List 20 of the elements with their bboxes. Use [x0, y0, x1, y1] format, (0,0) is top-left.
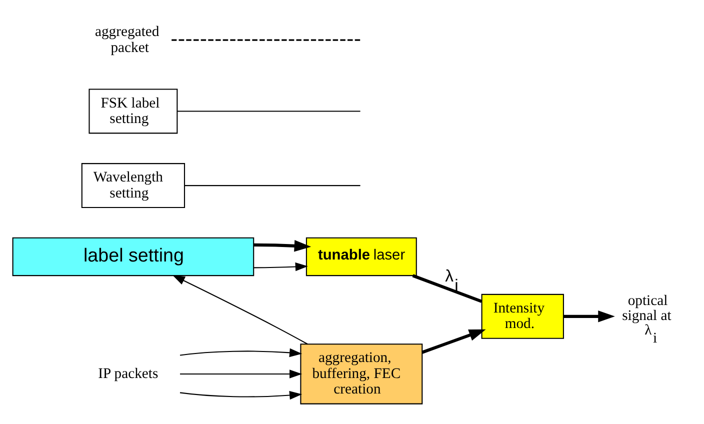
node-box: label setting — [12, 236, 254, 276]
node-box: FSK label setting — [88, 88, 178, 134]
arrow — [180, 390, 302, 400]
node-text: aggregated packet — [94, 24, 160, 56]
connector — [172, 38, 360, 40]
arrow — [172, 274, 308, 344]
arrow — [254, 240, 312, 252]
arrow — [564, 310, 615, 322]
arrow — [254, 262, 308, 271]
connector — [184, 184, 360, 186]
arrow — [180, 348, 302, 357]
node-box: aggregation, buffering, FEC creation — [300, 343, 423, 404]
arrow — [180, 369, 302, 378]
node-box: tunable laser — [306, 236, 417, 276]
arrow — [422, 328, 486, 354]
node-box: Intensity mod. — [481, 293, 564, 338]
node-box: Wavelength setting — [81, 162, 186, 208]
node-text: IP packets — [98, 365, 158, 382]
connector — [412, 274, 482, 302]
connector — [177, 110, 360, 112]
